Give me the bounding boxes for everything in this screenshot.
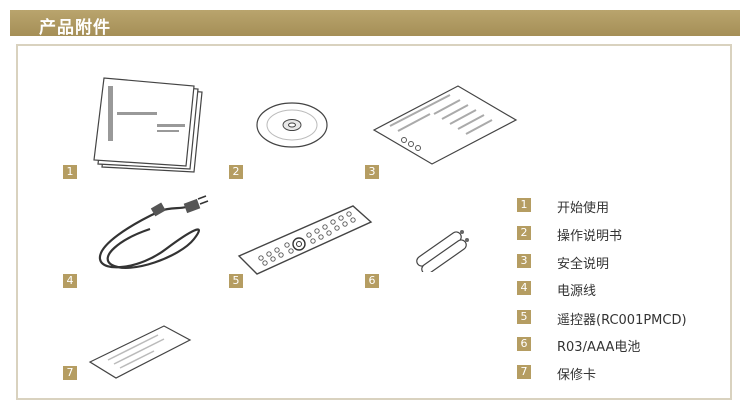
batteries-illustration [416,230,469,272]
legend-badge: 3 [517,254,531,268]
warranty-card-illustration [88,325,192,379]
legend-badge: 4 [517,281,531,295]
legend-label: 保修卡 [557,368,597,383]
item-badge-4: 4 [63,274,77,288]
legend-badge: 2 [517,226,531,240]
remote-illustration [237,205,373,275]
legend-badge: 6 [517,337,531,351]
legend-label: 电源线 [557,284,597,299]
item-badge-2: 2 [229,165,243,179]
item-badge-6: 6 [365,274,379,288]
safety-sheet-illustration [372,85,518,165]
legend-label: R03/AAA电池 [557,340,641,355]
legend-badge: 7 [517,365,531,379]
item-badge-7: 7 [63,366,77,380]
legend-badge: 1 [517,198,531,212]
booklet-illustration [93,77,203,173]
legend-label: 安全说明 [557,257,610,272]
legend-label: 遥控器(RC001PMCD) [557,313,687,328]
item-badge-3: 3 [365,165,379,179]
section-title-bar: 产品附件 [10,10,740,38]
item-badge-1: 1 [63,165,77,179]
item-badge-5: 5 [229,274,243,288]
legend-badge: 5 [517,310,531,324]
legend-label: 操作说明书 [557,229,623,244]
cd-illustration [256,102,328,148]
legend-label: 开始使用 [557,201,610,216]
power-cord-illustration [98,195,209,269]
section-title: 产品附件 [39,18,111,38]
